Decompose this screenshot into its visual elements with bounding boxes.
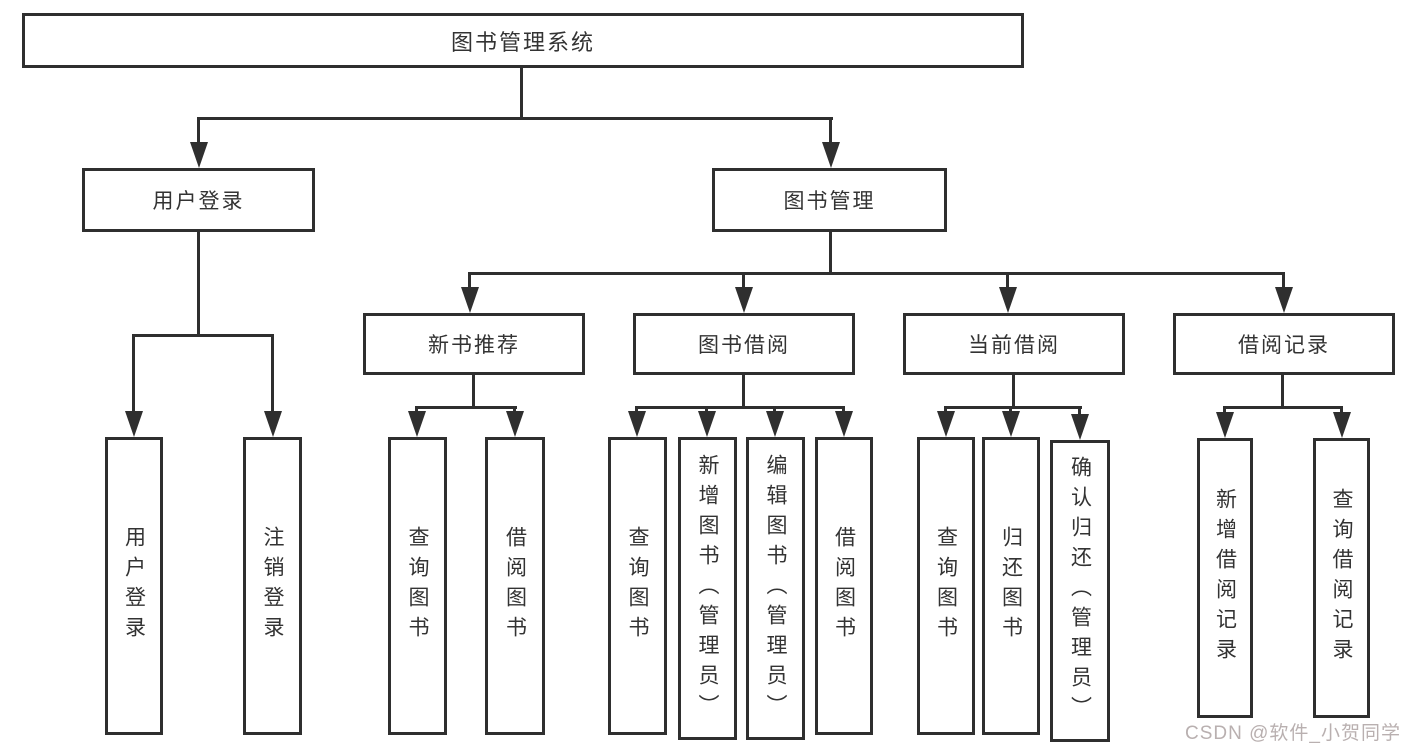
connector-l2-drop-3 xyxy=(1006,272,1009,290)
arrow-to-leaf-borrow-books-2 xyxy=(835,411,853,437)
leaf-borrow-books-recommend: 借阅图书 xyxy=(485,437,545,735)
arrow-to-leaf-user-login xyxy=(125,411,143,437)
leaf-query-borrow-record: 查询借阅记录 xyxy=(1313,438,1370,718)
node-current-borrow-label: 当前借阅 xyxy=(968,334,1060,357)
arrow-to-leaf-borrow-books-recommend xyxy=(506,411,524,437)
node-root-label: 图书管理系统 xyxy=(450,29,595,55)
leaf-logout: 注销登录 xyxy=(243,437,302,735)
connector-user-login-bar xyxy=(132,334,274,337)
connector-current-bar xyxy=(944,406,1082,409)
arrow-to-current-borrow xyxy=(999,287,1017,313)
node-new-book-recommend: 新书推荐 xyxy=(363,313,585,375)
leaf-query-books-current: 查询图书 xyxy=(917,437,975,735)
connector-user-login-drop-2 xyxy=(271,334,274,415)
connector-records-drop-2 xyxy=(1340,406,1343,416)
connector-current-stem xyxy=(1012,375,1015,409)
leaf-borrow-books-2: 借阅图书 xyxy=(815,437,873,735)
connector-book-management-bar xyxy=(468,272,1285,275)
leaf-confirm-return-admin-label: 确认归还（管理员） xyxy=(1068,456,1092,726)
connector-recommend-bar xyxy=(415,406,517,409)
node-user-login: 用户登录 xyxy=(82,168,315,232)
leaf-return-book: 归还图书 xyxy=(982,437,1040,735)
connector-user-login-stem xyxy=(197,232,200,337)
connector-records-stem xyxy=(1281,375,1284,409)
leaf-user-login: 用户登录 xyxy=(105,437,163,735)
leaf-borrow-books-2-label: 借阅图书 xyxy=(832,526,856,646)
csdn-watermark: CSDN @软件_小贺同学 xyxy=(1185,723,1401,744)
connector-l2-drop-4 xyxy=(1282,272,1285,290)
leaf-add-book-admin: 新增图书（管理员） xyxy=(678,437,737,740)
connector-root-left-drop xyxy=(197,117,200,146)
leaf-query-books-borrow-label: 查询图书 xyxy=(626,526,649,646)
arrow-to-book-borrow xyxy=(735,287,753,313)
node-book-borrow-label: 图书借阅 xyxy=(698,334,790,357)
connector-root-bar xyxy=(197,117,833,120)
arrow-to-leaf-query-books-recommend xyxy=(408,411,426,437)
connector-borrow-stem xyxy=(742,375,745,409)
arrow-to-book-management xyxy=(822,142,840,168)
node-new-book-recommend-label: 新书推荐 xyxy=(428,334,520,357)
arrow-to-leaf-logout xyxy=(264,411,282,437)
leaf-query-books-recommend: 查询图书 xyxy=(388,437,447,735)
node-borrow-records: 借阅记录 xyxy=(1173,313,1395,375)
leaf-query-books-recommend-label: 查询图书 xyxy=(406,526,429,646)
arrow-to-leaf-query-books-borrow xyxy=(628,411,646,437)
leaf-query-books-borrow: 查询图书 xyxy=(608,437,667,735)
leaf-add-borrow-record-label: 新增借阅记录 xyxy=(1213,488,1237,668)
connector-records-drop-1 xyxy=(1223,406,1226,416)
leaf-query-books-current-label: 查询图书 xyxy=(934,526,958,646)
arrow-to-leaf-edit-book-admin xyxy=(766,411,784,437)
connector-l2-drop-2 xyxy=(742,272,745,290)
node-book-borrow: 图书借阅 xyxy=(633,313,855,375)
connector-root-right-drop xyxy=(829,117,832,146)
leaf-edit-book-admin: 编辑图书（管理员） xyxy=(746,437,805,740)
node-current-borrow: 当前借阅 xyxy=(903,313,1125,375)
connector-l2-drop-1 xyxy=(468,272,471,290)
arrow-to-leaf-query-books-current xyxy=(937,411,955,437)
leaf-query-borrow-record-label: 查询借阅记录 xyxy=(1330,488,1353,668)
leaf-user-login-label: 用户登录 xyxy=(122,526,146,646)
arrow-to-new-book-recommend xyxy=(461,287,479,313)
node-borrow-records-label: 借阅记录 xyxy=(1238,334,1330,357)
leaf-add-borrow-record: 新增借阅记录 xyxy=(1197,438,1253,718)
arrow-to-leaf-return-book xyxy=(1002,411,1020,437)
connector-root-stem xyxy=(520,66,523,119)
leaf-add-book-admin-label: 新增图书（管理员） xyxy=(696,453,719,724)
leaf-edit-book-admin-label: 编辑图书（管理员） xyxy=(764,453,787,724)
leaf-logout-label: 注销登录 xyxy=(261,526,284,646)
node-root: 图书管理系统 xyxy=(22,13,1024,68)
arrow-to-leaf-add-book-admin xyxy=(698,411,716,437)
connector-borrow-bar xyxy=(635,406,845,409)
arrow-to-user-login xyxy=(190,142,208,168)
node-book-management-label: 图书管理 xyxy=(783,190,876,213)
arrow-to-borrow-records xyxy=(1275,287,1293,313)
arrow-to-leaf-add-borrow-record xyxy=(1216,412,1234,438)
node-user-login-label: 用户登录 xyxy=(152,190,245,213)
leaf-borrow-books-recommend-label: 借阅图书 xyxy=(503,526,527,646)
connector-recommend-stem xyxy=(472,375,475,409)
leaf-confirm-return-admin: 确认归还（管理员） xyxy=(1050,440,1110,742)
connector-user-login-drop-1 xyxy=(132,334,135,415)
connector-book-management-stem xyxy=(829,232,832,275)
connector-records-bar xyxy=(1223,406,1343,409)
arrow-to-leaf-confirm-return-admin xyxy=(1071,414,1089,440)
node-book-management: 图书管理 xyxy=(712,168,947,232)
connector-current-drop-3 xyxy=(1078,406,1081,416)
leaf-return-book-label: 归还图书 xyxy=(999,526,1023,646)
arrow-to-leaf-query-borrow-record xyxy=(1333,412,1351,438)
